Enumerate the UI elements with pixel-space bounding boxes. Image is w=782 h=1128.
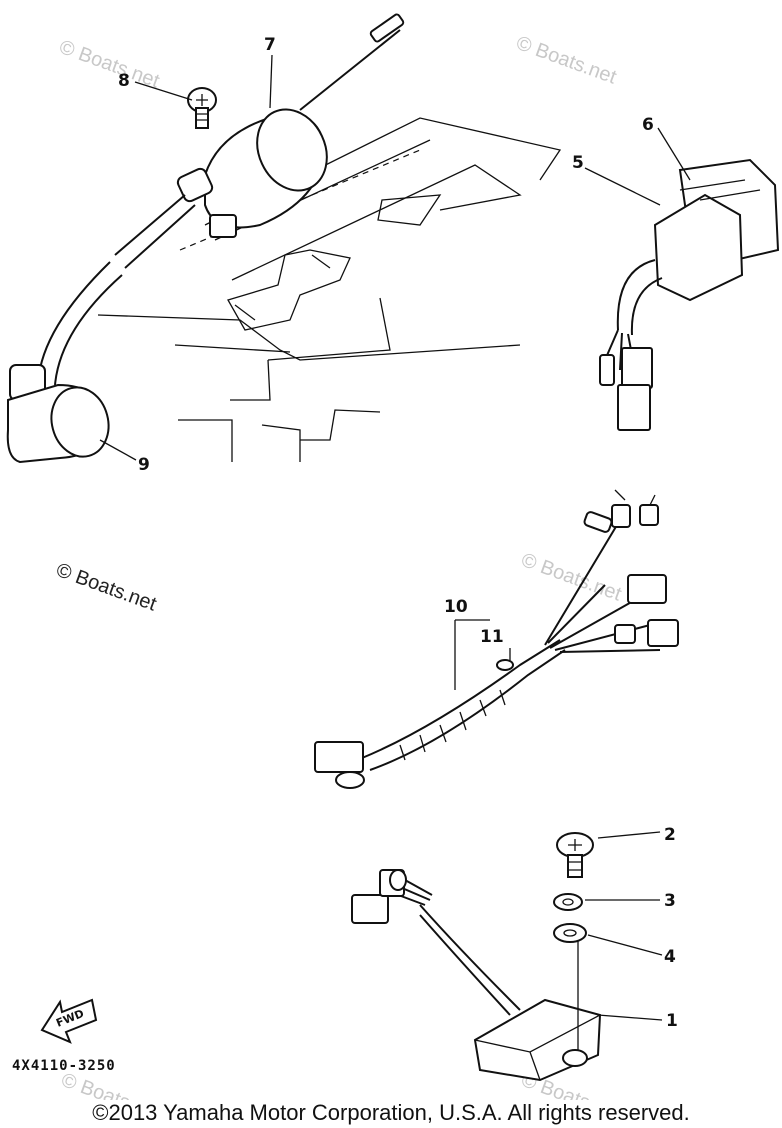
plain-washer[interactable] [553,923,587,943]
hull-outline [97,117,562,462]
copyright-notice: ©2013 Yamaha Motor Corporation, U.S.A. A… [92,1100,690,1125]
wire-harness[interactable] [314,489,679,789]
callout-5: 5 [572,153,584,173]
ignition-coil[interactable] [37,13,405,386]
watermark-top-right: © Boats.net [513,32,619,89]
rectifier-regulator[interactable] [599,158,780,431]
callout-7: 7 [264,35,276,55]
callout-3: 3 [664,891,676,911]
diagram-code: 4X4110-3250 [12,1058,116,1074]
coil-screw[interactable] [187,87,217,129]
callout-2: 2 [664,825,676,845]
leader-lines [99,54,691,1021]
fwd-arrow-icon: FWD [40,998,98,1044]
callout-4: 4 [664,947,676,967]
watermark-top-left: © Boats.net [56,36,162,93]
parts-diagram: © Boats.net © Boats.net © Boats.net © Bo… [6,13,780,1100]
cdi-screw[interactable] [556,832,594,878]
callout-9: 9 [138,455,150,475]
callout-11: 11 [480,627,504,647]
callout-10: 10 [444,597,468,617]
spring-washer[interactable] [553,893,583,911]
cdi-unit[interactable] [351,869,602,1082]
callout-1: 1 [666,1011,678,1031]
callout-6: 6 [642,115,654,135]
callout-8: 8 [118,71,130,91]
watermark-middle: © Boats.net [518,549,624,606]
watermark-left-dark: © Boats.net [53,559,159,616]
spark-plug-cap[interactable] [6,364,116,464]
